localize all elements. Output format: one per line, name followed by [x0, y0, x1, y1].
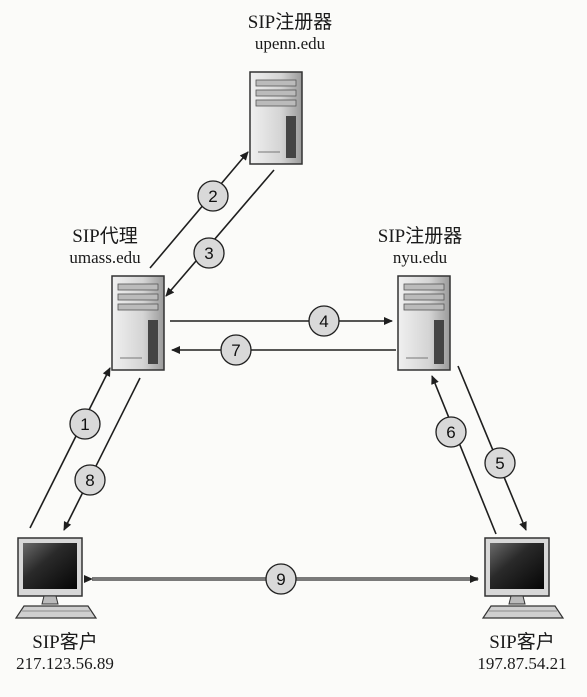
registrar-upenn-domain: upenn.edu [254, 33, 326, 53]
step-circle: 9 [265, 563, 297, 595]
client-right-ip: 197.87.54.21 [477, 653, 567, 673]
step-label: 3 [204, 244, 213, 263]
registrar-nyu-label: SIP注册器 nyu.edu [345, 226, 495, 267]
step-circle: 3 [193, 237, 225, 269]
proxy-umass-title: SIP代理 [72, 226, 138, 247]
step-circle: 1 [69, 408, 101, 440]
step-label: 2 [208, 187, 217, 206]
client-right-title: SIP客户 [489, 632, 555, 653]
step-label: 4 [319, 312, 328, 331]
arrow-step-1 [29, 367, 111, 529]
client-left-ip: 217.123.56.89 [16, 653, 114, 673]
step-circle: 6 [435, 416, 467, 448]
step-circle: 8 [74, 464, 106, 496]
arrow-step-3 [165, 169, 275, 297]
step-circle: 2 [197, 180, 229, 212]
step-label: 1 [80, 415, 89, 434]
step-label: 8 [85, 471, 94, 490]
step-circle: 5 [484, 447, 516, 479]
computer-icon-left [14, 537, 98, 619]
client-left-title: SIP客户 [32, 632, 98, 653]
registrar-upenn-label: SIP注册器 upenn.edu [215, 12, 365, 53]
client-right-label: SIP客户 197.87.54.21 [457, 632, 587, 673]
step-label: 5 [495, 454, 504, 473]
proxy-umass-label: SIP代理 umass.edu [30, 226, 180, 267]
step-label: 6 [446, 423, 455, 442]
arrow-step-2 [149, 151, 249, 269]
server-icon-upenn [249, 71, 303, 165]
arrow-step-6 [431, 375, 497, 535]
registrar-nyu-domain: nyu.edu [392, 247, 448, 267]
arrow-step-5 [457, 365, 527, 531]
proxy-umass-domain: umass.edu [69, 247, 141, 267]
computer-icon-right [481, 537, 565, 619]
step-label: 7 [231, 341, 240, 360]
registrar-nyu-title: SIP注册器 [377, 226, 463, 247]
step-label: 9 [276, 570, 285, 589]
server-icon-umass [111, 275, 165, 371]
step-circle: 4 [308, 305, 340, 337]
server-icon-nyu [397, 275, 451, 371]
client-left-label: SIP客户 217.123.56.89 [0, 632, 130, 673]
registrar-upenn-title: SIP注册器 [247, 12, 333, 33]
step-circle: 7 [220, 334, 252, 366]
arrow-step-8 [63, 377, 141, 531]
